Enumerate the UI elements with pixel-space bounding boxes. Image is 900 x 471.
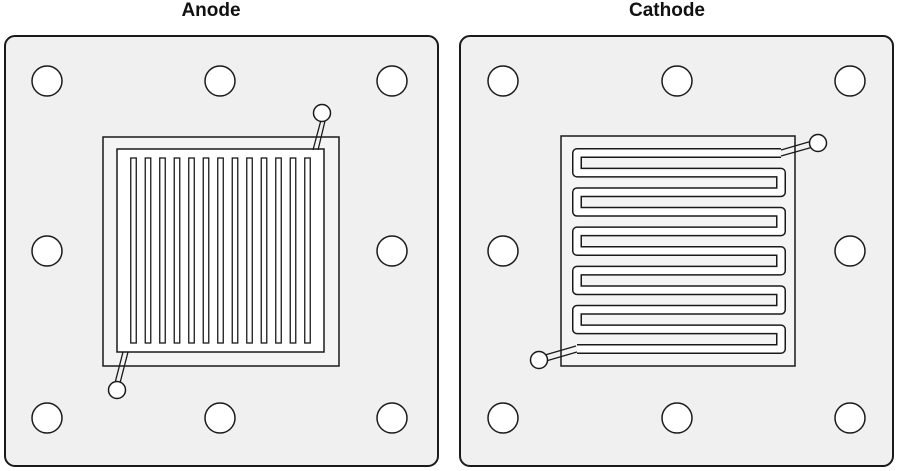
anode-ribs xyxy=(130,157,311,344)
bolt-hole xyxy=(376,402,408,434)
bolt-hole xyxy=(661,402,693,434)
bolt-hole xyxy=(204,65,236,97)
cathode-bolt-holes xyxy=(487,65,866,434)
anode-channel-rib xyxy=(260,157,268,344)
bolt-hole xyxy=(834,65,866,97)
anode-channel-rib xyxy=(202,157,210,344)
cathode-title: Cathode xyxy=(629,0,705,21)
cathode-outlet-port xyxy=(529,345,578,370)
anode-inlet-port xyxy=(312,103,332,151)
cathode-serpentine-channel-fill xyxy=(573,149,785,353)
bolt-hole xyxy=(487,235,519,267)
cathode-outlet-circle xyxy=(529,350,549,370)
anode-channel-rib xyxy=(130,157,137,344)
cathode-inlet-circle xyxy=(808,133,828,153)
bolt-hole xyxy=(31,235,63,267)
anode-channel-rib xyxy=(173,157,181,344)
bolt-hole xyxy=(661,65,693,97)
anode-channel-rib xyxy=(159,157,166,344)
anode-inlet-circle xyxy=(312,103,332,123)
anode-channel-rib xyxy=(289,157,297,344)
anode-parallel-flow-field xyxy=(116,148,325,353)
anode-title: Anode xyxy=(181,0,241,21)
bolt-hole xyxy=(487,402,519,434)
bolt-hole xyxy=(204,402,236,434)
bolt-hole xyxy=(376,65,408,97)
cathode-plate xyxy=(459,35,894,467)
anode-channel-rib xyxy=(217,157,224,344)
anode-channel-rib xyxy=(144,157,152,344)
anode-channel-rib xyxy=(246,157,253,344)
cathode-inlet-port xyxy=(780,133,828,157)
anode-outlet-port xyxy=(107,351,129,400)
bolt-hole xyxy=(834,235,866,267)
anode-plate xyxy=(4,35,439,467)
bolt-hole xyxy=(376,235,408,267)
anode-channel-rib xyxy=(304,157,311,344)
anode-channel-rib xyxy=(188,157,195,344)
cathode-serpentine-flow-field xyxy=(572,148,786,354)
bolt-hole xyxy=(487,65,519,97)
bolt-hole xyxy=(31,65,63,97)
anode-channel-rib xyxy=(231,157,239,344)
bolt-hole xyxy=(31,402,63,434)
bolt-hole xyxy=(834,402,866,434)
anode-bolt-holes xyxy=(31,65,408,434)
anode-outlet-circle xyxy=(107,380,127,400)
anode-channel-rib xyxy=(275,157,282,344)
